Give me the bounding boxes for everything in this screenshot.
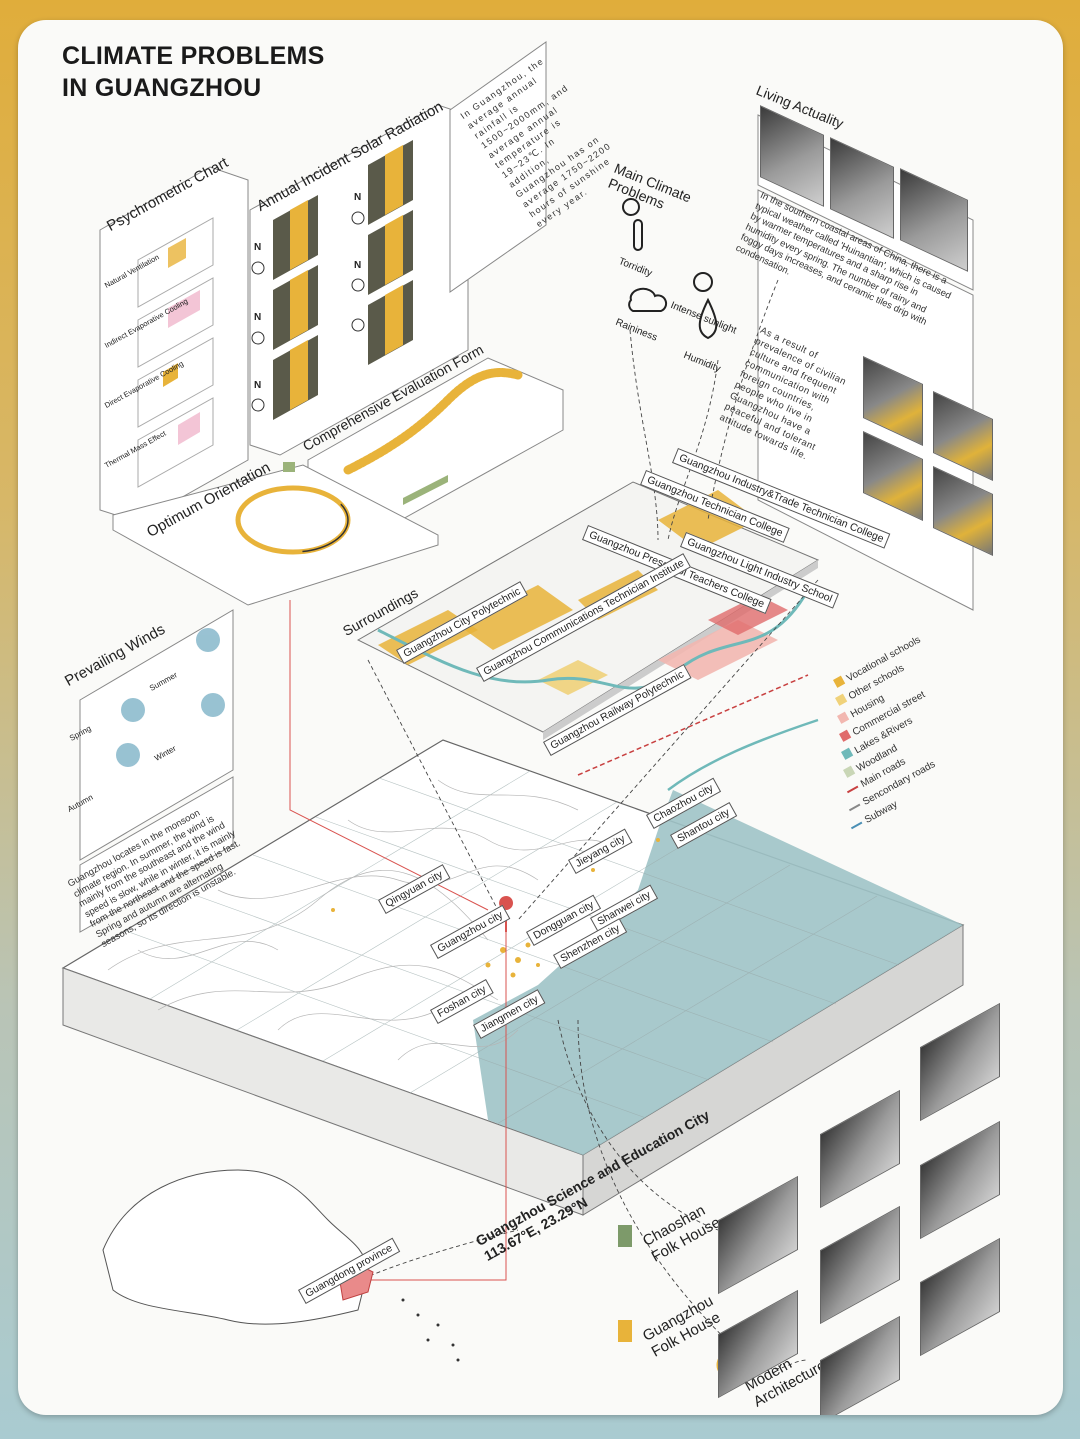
climate-icons [622, 198, 718, 340]
title-line-2: IN GUANGZHOU [62, 74, 262, 102]
line-art [61, 41, 974, 1377]
compass-icons [251, 211, 365, 412]
north-marker-4: N [354, 192, 362, 203]
map-roads [107, 779, 619, 1061]
guangzhou-swatch [618, 1320, 632, 1342]
city-dots [331, 838, 660, 978]
wind-roses [116, 628, 225, 767]
solar-bars [273, 140, 413, 420]
islands [401, 1298, 460, 1362]
page-title: CLIMATE PROBLEMS IN GUANGZHOU [62, 40, 325, 104]
psychro-charts [137, 217, 214, 488]
legend-swatch [849, 803, 861, 812]
north-marker-3: N [254, 380, 262, 391]
sea-area [473, 790, 963, 1155]
river [377, 589, 810, 690]
north-marker-5: N [354, 260, 362, 271]
legend-swatch [851, 821, 863, 830]
map-grid [125, 770, 900, 1125]
north-marker-2: N [254, 312, 262, 323]
rainfall-panel [449, 41, 547, 293]
poster-board: CLIMATE PROBLEMS IN GUANGZHOU Psychromet… [18, 20, 1063, 1415]
legend-swatch [847, 785, 859, 794]
orientation-panel [112, 464, 439, 606]
chaoshan-swatch [618, 1225, 632, 1247]
psychrometric-panel [99, 166, 249, 523]
china-map [102, 1169, 369, 1325]
north-marker-1: N [254, 242, 262, 253]
title-line-1: CLIMATE PROBLEMS [62, 42, 325, 70]
winds-text-panel [79, 776, 234, 933]
map-side-face [582, 924, 964, 1216]
winds-panel [79, 609, 234, 861]
